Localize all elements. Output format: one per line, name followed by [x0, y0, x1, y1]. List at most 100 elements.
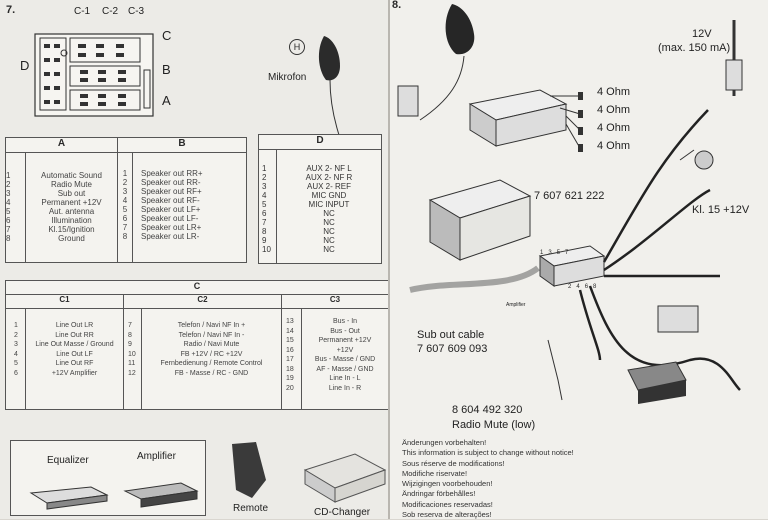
- cell-number: 10: [262, 245, 271, 254]
- power-label: 12V: [692, 28, 712, 40]
- cell-label: Speaker out RR-: [141, 178, 201, 187]
- cell-label: Sub out: [57, 189, 86, 198]
- pin: 1: [540, 250, 544, 256]
- table-d-header: D: [259, 135, 381, 150]
- cell-label: Permanent +12V: [318, 337, 372, 344]
- cell-number: 1: [6, 171, 11, 180]
- disclaimer-line: This information is subject to change wi…: [402, 448, 574, 458]
- cell-number: 3: [122, 187, 128, 196]
- cell-number: 5: [122, 205, 128, 214]
- label-d: D: [20, 58, 30, 73]
- cell-number: 14: [286, 327, 294, 335]
- label-c2: C-2: [102, 6, 119, 17]
- cell-number: 15: [286, 337, 294, 344]
- cell-number: 4: [122, 196, 128, 205]
- cell-label: Line Out RR: [55, 331, 94, 339]
- cell-label: Speaker out RF-: [141, 196, 200, 205]
- cell-label: Speaker out LF+: [141, 205, 201, 214]
- label-b: B: [162, 62, 171, 77]
- remote-label: Remote: [233, 503, 269, 514]
- cell-label: MIC INPUT: [308, 200, 350, 209]
- pin: 6: [584, 284, 589, 290]
- pin: 5: [556, 250, 561, 256]
- marker-h: H: [289, 39, 305, 55]
- cell-label: Speaker out RF+: [141, 187, 202, 196]
- cell-label: Bus - Masse / GND: [314, 356, 376, 363]
- cell-label: Speaker out LF-: [141, 214, 199, 223]
- cell-label: FB +12V / RC +12V: [180, 350, 243, 358]
- wiring-diagram: [397, 4, 743, 404]
- table-c2-header: C2: [124, 295, 282, 308]
- cd-changer-icon: [303, 453, 387, 503]
- cell-number: 10: [128, 350, 136, 358]
- cell-label: Kl.15/Ignition: [48, 225, 95, 234]
- cell-label: Permanent +12V: [41, 198, 102, 207]
- cell-label: MIC GND: [311, 191, 347, 200]
- cell-number: 7: [262, 218, 267, 227]
- cell-label: Aut. antenna: [48, 207, 95, 216]
- cell-number: 2: [262, 173, 267, 182]
- cell-number: 17: [286, 356, 294, 363]
- label-c1: C-1: [74, 6, 91, 17]
- cell-label: Line Out LR: [55, 322, 94, 329]
- iso-connector-diagram: [30, 20, 160, 120]
- cell-label: Line Out Masse / Ground: [35, 341, 114, 348]
- table-b-header: B: [178, 138, 186, 149]
- cell-label: Bus - In: [332, 318, 358, 325]
- equalizer-amplifier-icon: [29, 482, 199, 510]
- pin: 7: [565, 250, 569, 256]
- cell-number: 9: [128, 341, 132, 348]
- disclaimer-line: Ändringar förbehålles!: [402, 489, 476, 499]
- equalizer-label: Equalizer: [47, 455, 89, 466]
- disclaimer-line: Modificaciones reservadas!: [402, 499, 493, 509]
- table-a-header: A: [6, 138, 118, 152]
- pin: 8: [593, 284, 597, 290]
- cell-number: 16: [286, 346, 294, 354]
- cell-label: Speaker out LR-: [141, 232, 200, 241]
- disclaimer-line: Sous réserve de modifications!: [402, 458, 505, 468]
- cell-label: Telefon / Navi NF In -: [178, 331, 245, 339]
- cell-number: 7: [128, 322, 132, 329]
- cell-number: 4: [6, 198, 11, 207]
- cell-label: Line Out RF: [55, 360, 94, 367]
- cell-number: 5: [14, 360, 18, 367]
- pin: 4: [576, 284, 580, 290]
- cell-label: NC: [323, 245, 335, 254]
- speaker-label: 4 Ohm: [597, 140, 631, 152]
- label-c3: C-3: [128, 6, 145, 17]
- cell-number: 13: [286, 318, 294, 325]
- cell-label: AF - Masse / GND: [316, 365, 374, 373]
- cell-number: 9: [262, 236, 267, 245]
- cell-label: AUX 2- NF L: [306, 164, 352, 173]
- sub-out-part-number: 7 607 609 093: [417, 343, 488, 355]
- cell-number: 1: [122, 169, 128, 178]
- cell-label: Bus - Out: [330, 327, 360, 335]
- cd-changer-label: CD-Changer: [314, 507, 371, 518]
- table-c1-header: C1: [6, 295, 124, 308]
- page-number: 8.: [392, 0, 402, 11]
- disclaimer-line: Modifiche riservate!: [402, 468, 468, 478]
- mikrofon-label: Mikrofon: [268, 72, 307, 83]
- cell-label: Illumination: [51, 216, 92, 225]
- speaker-label: 4 Ohm: [597, 104, 631, 116]
- cell-number: 6: [122, 214, 128, 223]
- cell-label: AUX 2- REF: [306, 182, 351, 191]
- cell-label: Telefon / Navi NF In +: [177, 322, 246, 329]
- cell-number: 4: [14, 350, 18, 358]
- mute-part-number: 8 604 492 320: [452, 404, 523, 416]
- cell-number: 5: [6, 207, 11, 216]
- pin: 2: [568, 284, 572, 290]
- cell-number: 4: [262, 191, 267, 200]
- power-limit: (max. 150 mA): [658, 42, 731, 54]
- speaker-label: 4 Ohm: [597, 86, 631, 98]
- mute-label: Radio Mute (low): [452, 419, 536, 431]
- cell-label: Automatic Sound: [41, 171, 102, 180]
- sub-out-label: Sub out cable: [417, 329, 485, 341]
- cell-label: Line Out LF: [56, 350, 93, 358]
- disclaimer-line: Änderungen vorbehalten!: [402, 438, 487, 447]
- ignition-label: Kl. 15 +12V: [692, 204, 750, 216]
- page-number: 7.: [6, 4, 16, 16]
